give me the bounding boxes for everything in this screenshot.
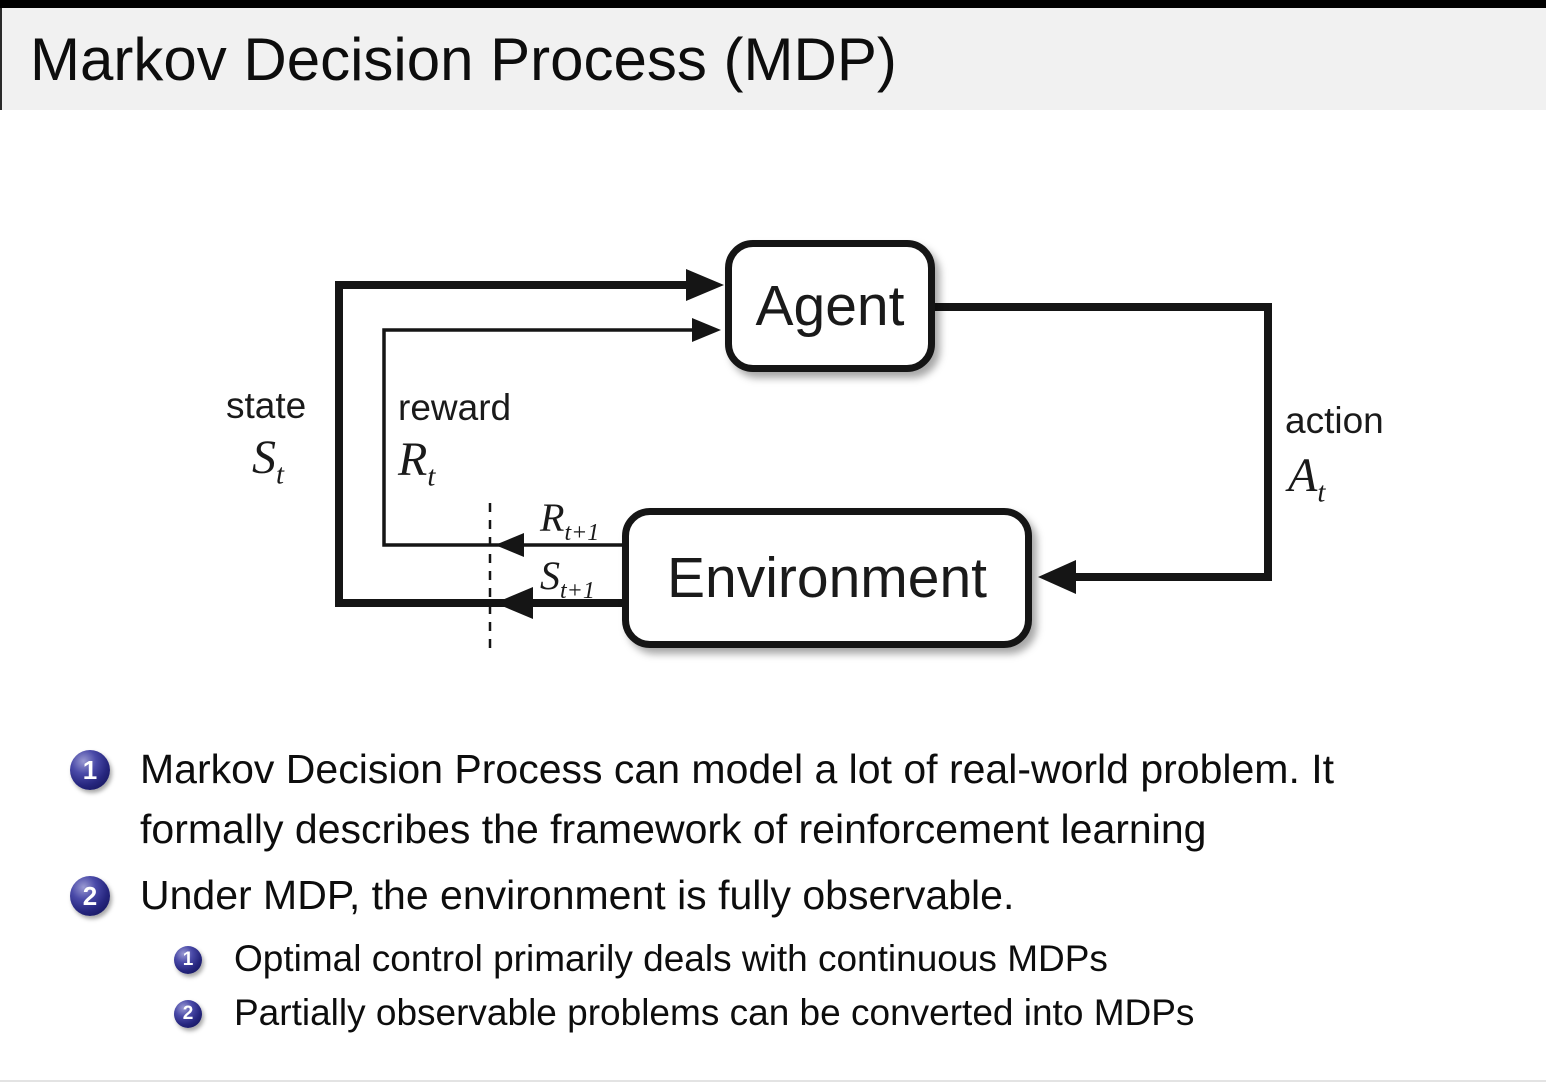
bullet-2-number: 2 <box>82 880 98 911</box>
bullet-1-number-ball: 1 <box>70 750 110 790</box>
bullet-2-line-1: Under MDP, the environment is fully obse… <box>140 872 1015 918</box>
action-symbol-letter: A <box>1288 449 1318 502</box>
environment-box-label: Environment <box>667 546 987 610</box>
sub-bullet-1-number-ball: 1 <box>174 946 202 974</box>
reward-next-letter: R <box>540 495 565 540</box>
bullet-1-line-2: formally describes the framework of rein… <box>140 806 1207 852</box>
bullet-1-number: 1 <box>82 754 98 785</box>
reward-arrowhead-into-agent <box>692 318 721 342</box>
state-symbol-subscript: t <box>276 458 285 491</box>
action-label: action <box>1285 400 1384 441</box>
sub-bullet-2-text: Partially observable problems can be con… <box>234 992 1195 1033</box>
state-next-arrowhead <box>495 587 533 619</box>
action-arrowhead-into-environment <box>1038 560 1076 594</box>
reward-symbol-letter: R <box>398 433 428 486</box>
top-edge-bar <box>0 0 1546 8</box>
reward-next-arrowhead <box>495 533 524 557</box>
action-symbol: At <box>1288 448 1325 510</box>
state-symbol-letter: S <box>252 431 276 484</box>
sub-bullet-2-number-ball: 2 <box>174 1000 202 1028</box>
agent-box-label: Agent <box>755 274 905 338</box>
agent-box: Agent <box>725 240 935 372</box>
state-next-subscript: t+1 <box>560 578 595 604</box>
bullet-2-number-ball: 2 <box>70 876 110 916</box>
state-label: state <box>226 385 307 426</box>
state-next-symbol: St+1 <box>540 552 595 605</box>
reward-label: reward <box>398 387 512 428</box>
reward-symbol: Rt <box>398 432 435 494</box>
state-next-letter: S <box>540 553 560 598</box>
sub-bullet-1-number: 1 <box>182 949 194 970</box>
sub-bullet-1-text: Optimal control primarily deals with con… <box>234 938 1108 979</box>
action-symbol-subscript: t <box>1317 476 1326 509</box>
slide-header: Markov Decision Process (MDP) <box>0 8 1546 110</box>
reward-symbol-subscript: t <box>427 460 436 493</box>
sub-bullet-2-number: 2 <box>182 1003 194 1024</box>
bullet-1-line-1: Markov Decision Process can model a lot … <box>140 746 1335 792</box>
state-symbol: St <box>252 430 284 492</box>
environment-box: Environment <box>622 508 1032 648</box>
state-arrowhead-into-agent <box>686 269 724 301</box>
reward-next-subscript: t+1 <box>564 520 600 546</box>
slide-title: Markov Decision Process (MDP) <box>30 25 897 93</box>
reward-next-symbol: Rt+1 <box>540 494 599 547</box>
